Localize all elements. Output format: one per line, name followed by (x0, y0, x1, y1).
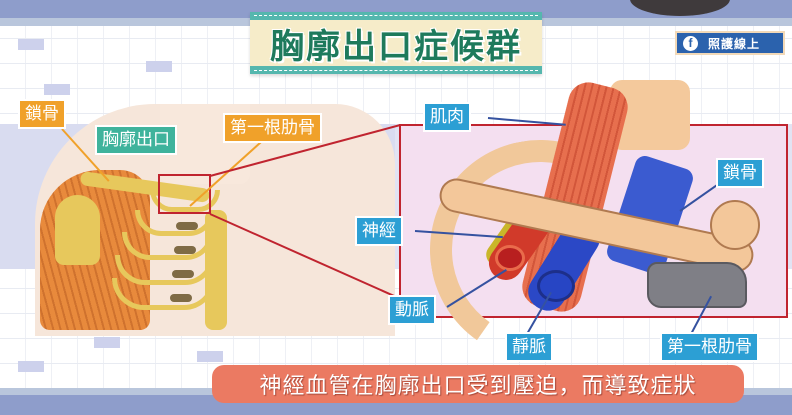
humerus-head (55, 195, 100, 265)
first-rib-zoomed (647, 262, 747, 308)
deco-rect (94, 337, 120, 348)
rib-cartilage (176, 222, 198, 230)
label-first-rib-right: 第一根肋骨 (662, 334, 757, 360)
dark-blob-decoration (630, 0, 730, 16)
label-nerve: 神經 (357, 218, 401, 244)
clavicle-head (710, 200, 760, 250)
vein-cross-section (537, 270, 575, 302)
facebook-icon: f (683, 35, 698, 51)
artery-cross-section (495, 245, 525, 271)
label-muscle: 肌肉 (425, 104, 469, 130)
deco-rect (197, 351, 223, 362)
caption-banner: 神經血管在胸廓出口受到壓迫，而導致症狀 (212, 365, 744, 403)
label-first-rib-left: 第一根肋骨 (225, 115, 320, 141)
label-thoracic-outlet: 胸廓出口 (97, 127, 175, 153)
deco-rect (18, 361, 44, 372)
label-clavicle-right: 鎖骨 (718, 160, 762, 186)
label-clavicle-left: 鎖骨 (20, 101, 64, 127)
label-vein: 靜脈 (507, 334, 551, 360)
rib (112, 278, 216, 310)
deco-rect (18, 39, 44, 50)
page-title: 胸廓出口症候群 (270, 26, 522, 67)
label-artery: 動脈 (390, 297, 434, 323)
rib-cartilage (174, 246, 196, 254)
deco-rect (146, 61, 172, 72)
deco-rect (44, 84, 70, 95)
facebook-badge[interactable]: f 照護線上 (675, 31, 785, 55)
title-banner: 胸廓出口症候群 (250, 12, 542, 74)
badge-text: 照護線上 (708, 36, 761, 51)
sternum (205, 210, 227, 330)
rib-cartilage (172, 270, 194, 278)
thoracic-outlet-highlight-box (158, 174, 211, 214)
top-band (0, 0, 792, 18)
rib-cartilage (170, 294, 192, 302)
